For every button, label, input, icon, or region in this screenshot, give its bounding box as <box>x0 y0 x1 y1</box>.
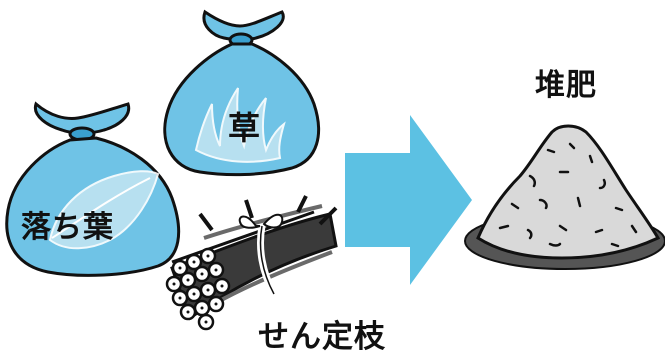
branch-bundle-icon <box>165 195 338 331</box>
right-arrow-icon <box>345 115 472 285</box>
pruned-branches-label: せん定枝 <box>258 319 386 355</box>
fallen-leaves-label: 落ち葉 <box>21 210 114 245</box>
compost-pile-icon <box>464 124 665 270</box>
compost-label: 堆肥 <box>535 68 597 103</box>
diagram-canvas <box>5 9 665 331</box>
grass-label: 草 <box>228 109 262 147</box>
grass-bag-icon <box>163 9 321 177</box>
leaves-bag-icon <box>5 101 181 277</box>
